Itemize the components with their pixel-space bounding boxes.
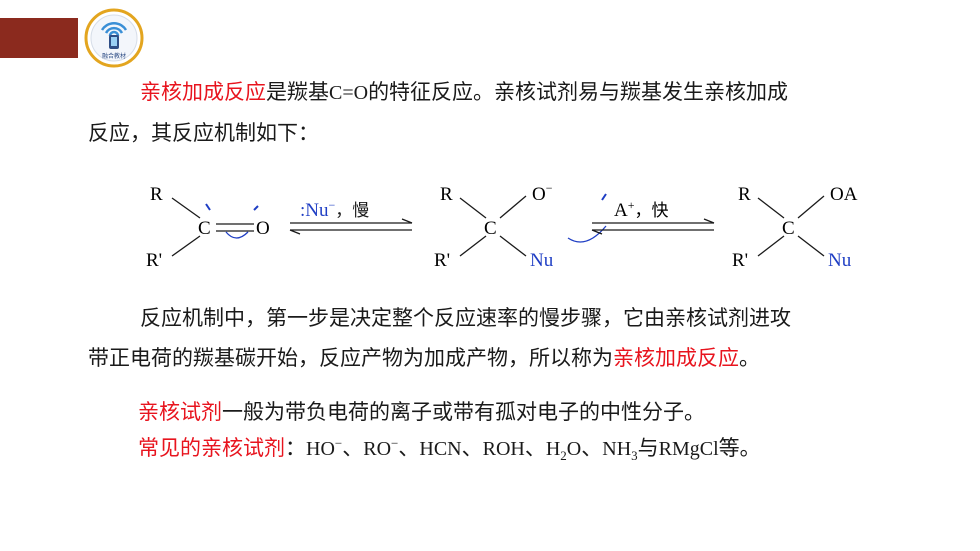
term-nucleophilic-addition-2: 亲核加成反应 (613, 346, 739, 370)
carbonyl-formula: C=O (329, 82, 369, 104)
step1-reagent: :Nu−，慢 (300, 198, 369, 221)
term-nucleophile: 亲核试剂 (138, 400, 222, 424)
nucleophile-2: Nu (530, 250, 554, 271)
carbon-2: C (484, 218, 497, 239)
r-prime-group-3: R' (732, 250, 748, 271)
electron-arrow-head-1 (205, 203, 211, 211)
common-nucleophiles-line: 常见的亲核试剂：HO−、RO−、HCN、ROH、H2O、NH3与RMgCl等。 (138, 435, 761, 463)
r-group-3: R (738, 184, 751, 205)
mechanism-line-1: 反应机制中，第一步是决定整个反应速率的慢步骤，它由亲核试剂进攻 (140, 306, 791, 330)
electron-arrow-head-3 (601, 193, 607, 201)
term-nucleophilic-addition: 亲核加成反应 (140, 80, 266, 104)
header-accent-bar (0, 18, 78, 58)
intro-line-1: 亲核加成反应是羰基C=O的特征反应。亲核试剂易与羰基发生亲核加成 (88, 72, 918, 113)
alkoxide-oxygen: O− (532, 181, 553, 205)
mechanism-paragraph: 反应机制中，第一步是决定整个反应速率的慢步骤，它由亲核试剂进攻 带正电荷的羰基碳… (88, 298, 918, 378)
touch-hand-icon: 融合教材 (84, 8, 144, 68)
r-prime-group-1: R' (146, 250, 162, 271)
electron-arrow-1 (225, 231, 249, 239)
definition-line: 亲核试剂一般为带负电荷的离子或带有孤对电子的中性分子。 (138, 400, 705, 424)
carbon-1: C (198, 218, 211, 239)
product-oa: OA (830, 184, 858, 205)
intro-paragraph: 亲核加成反应是羰基C=O的特征反应。亲核试剂易与羰基发生亲核加成 反应，其反应机… (88, 72, 918, 153)
intro-line-2: 反应，其反应机制如下： (88, 121, 319, 145)
r-prime-group-2: R' (434, 250, 450, 271)
electron-arrow-head-2 (253, 205, 259, 211)
r-group-1: R (150, 184, 163, 205)
intro-text-a: 是羰基 (266, 80, 329, 104)
common-nucleophiles-label: 常见的亲核试剂 (138, 436, 285, 460)
reaction-mechanism-scheme: R R' C O :Nu−，慢 R R' C O− Nu A+，快 R R' C… (146, 181, 858, 271)
oxygen-1: O (256, 218, 270, 239)
mechanism-line-2: 带正电荷的羰基碳开始，反应产物为加成产物，所以称为亲核加成反应。 (88, 346, 760, 370)
logo-caption: 融合教材 (102, 52, 126, 60)
intro-text-b: 的特征反应。亲核试剂易与羰基发生亲核加成 (368, 80, 789, 104)
carbon-3: C (782, 218, 795, 239)
nucleophile-3: Nu (828, 250, 852, 271)
step2-reagent: A+，快 (614, 198, 669, 221)
r-group-2: R (440, 184, 453, 205)
